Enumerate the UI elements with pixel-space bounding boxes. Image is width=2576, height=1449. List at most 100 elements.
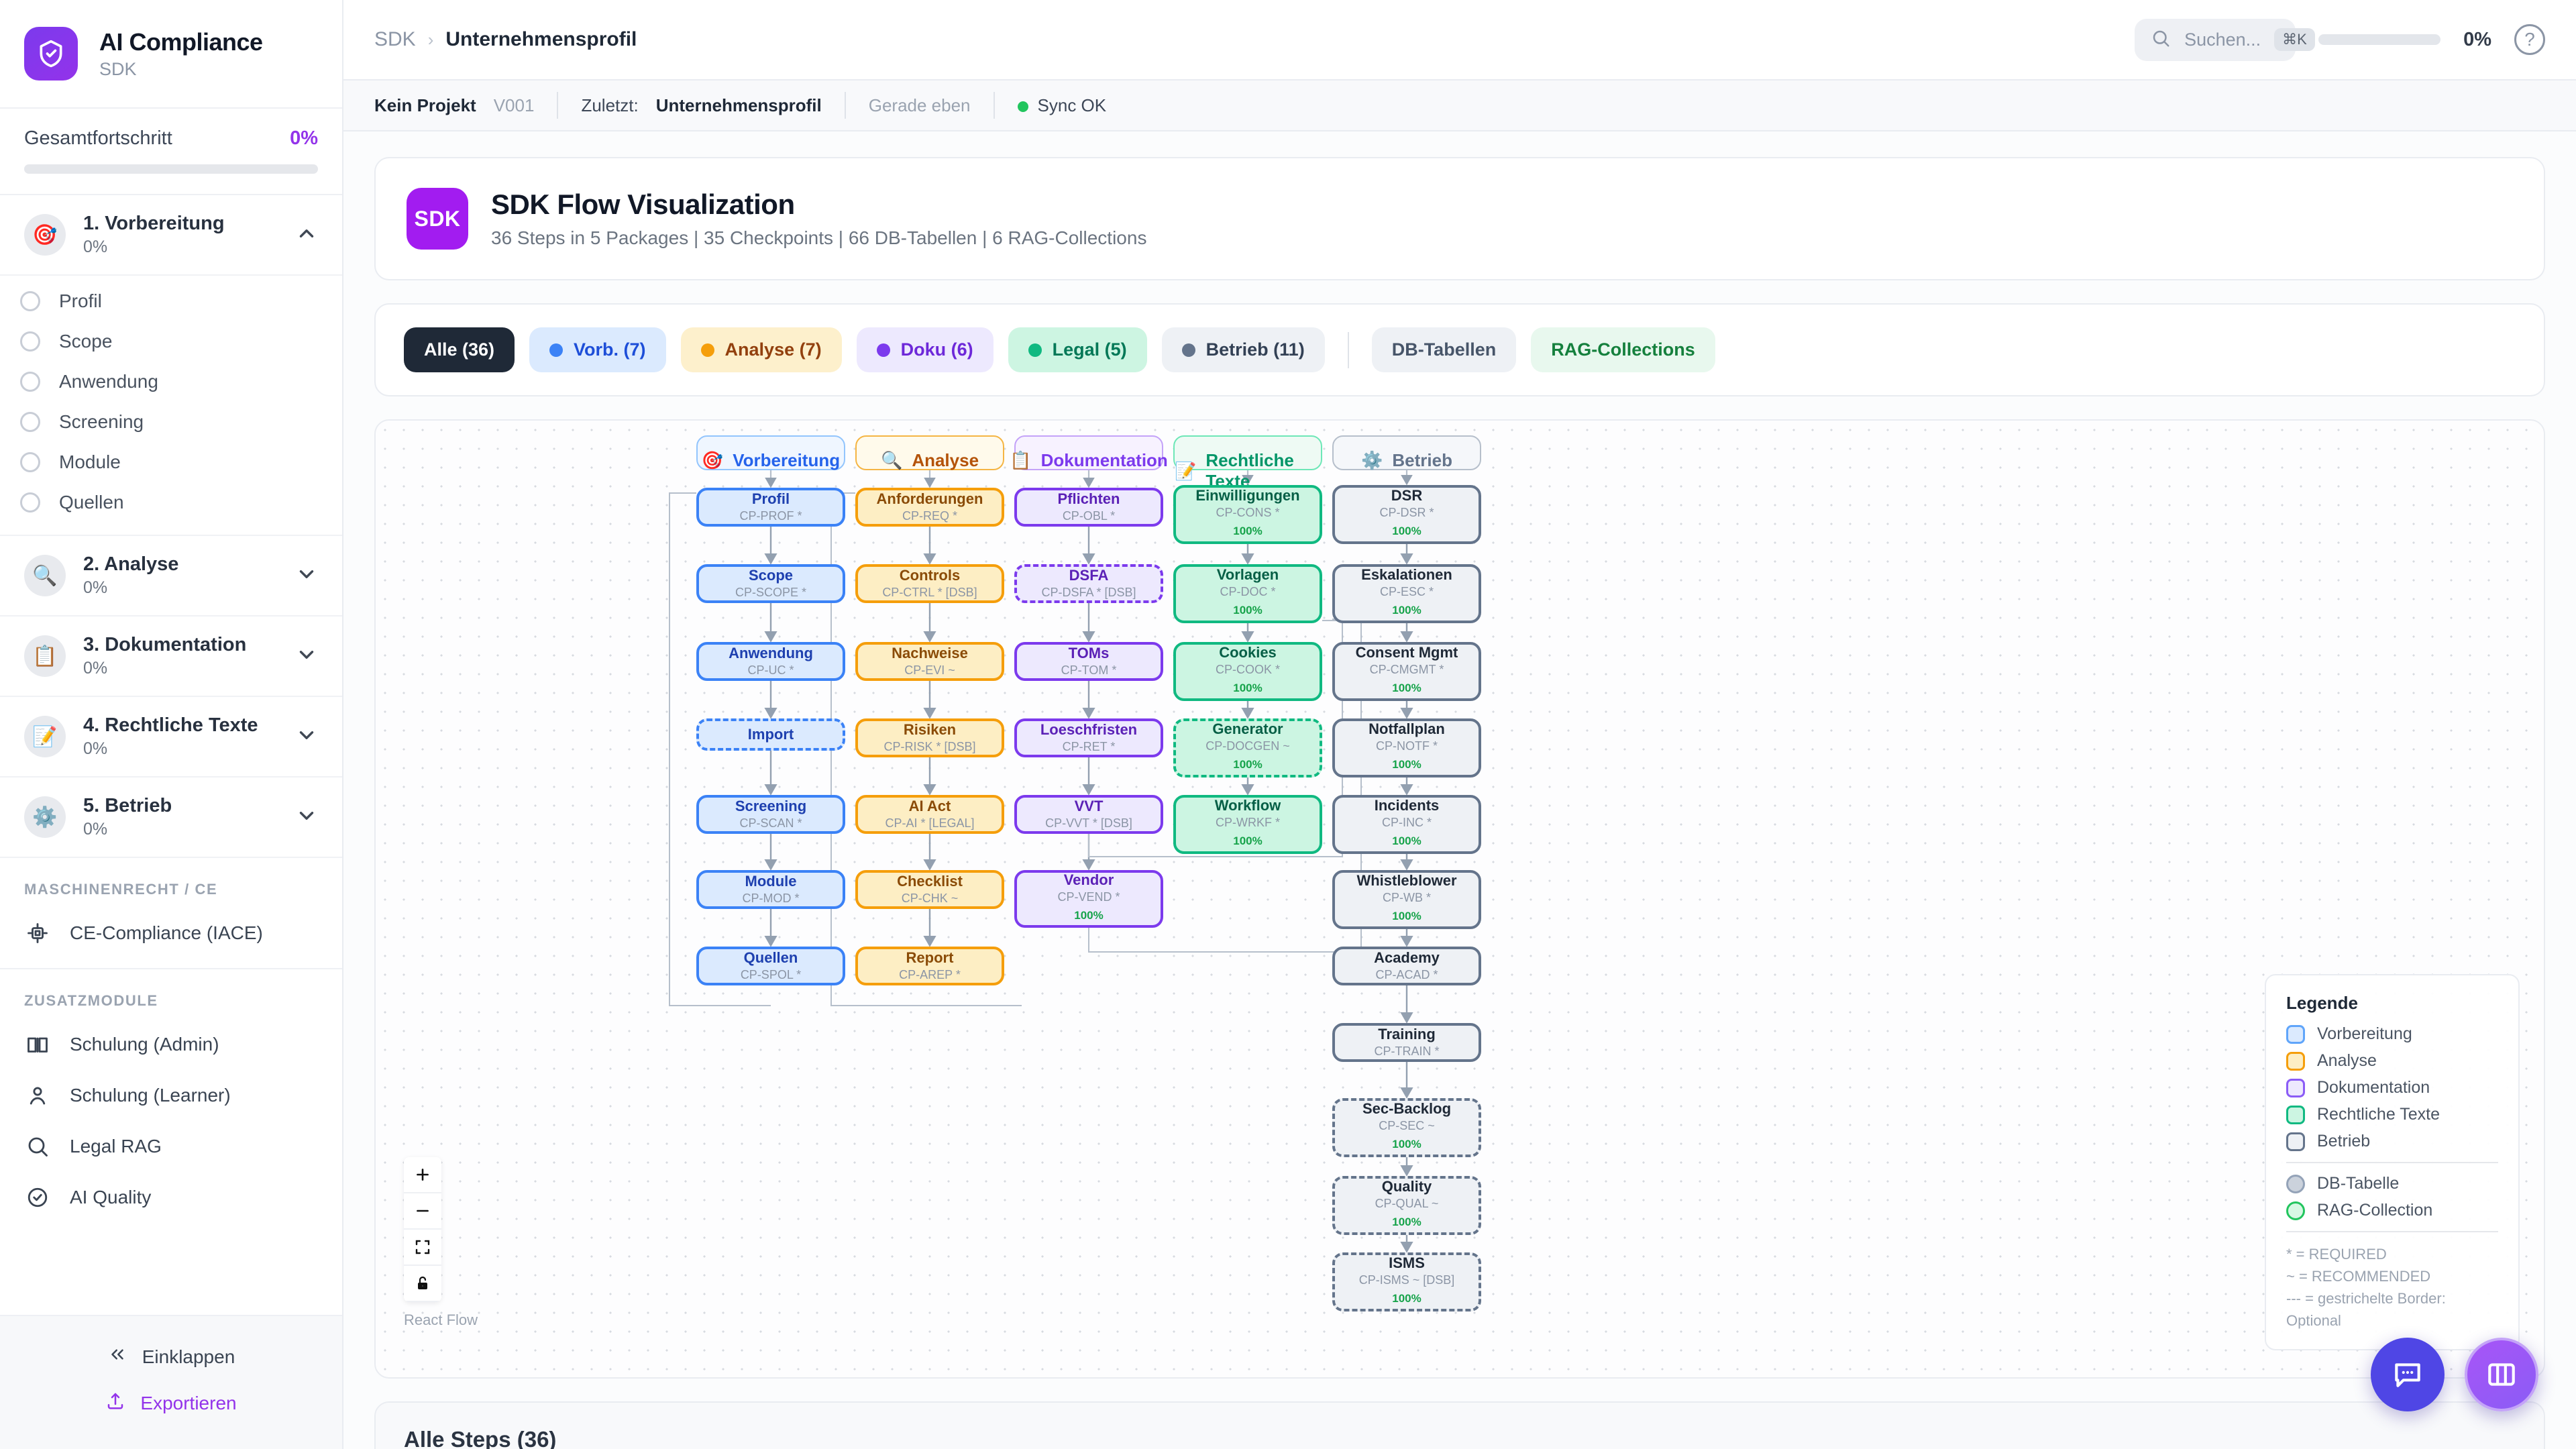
zoom-out-button[interactable] [404, 1193, 441, 1230]
filter-pill-doku-6[interactable]: Doku (6) [856, 327, 994, 372]
node-code: CP-TRAIN * [1374, 1044, 1440, 1059]
filter-pill-db-tabellen[interactable]: DB-Tabellen [1371, 327, 1517, 372]
react-flow-attribution[interactable]: React Flow [404, 1311, 478, 1328]
sidebar-item-scope[interactable]: Scope [0, 321, 342, 362]
legend-label: Vorbereitung [2317, 1024, 2412, 1043]
search-input[interactable]: Suchen... ⌘K [2135, 18, 2315, 61]
breadcrumb-item-sdk[interactable]: SDK [374, 28, 416, 50]
pill-dot-icon [876, 343, 890, 357]
section-percent: 0% [83, 659, 108, 678]
question-circle-icon[interactable]: ? [2514, 24, 2545, 55]
sidebar-link-schulung-learner[interactable]: Schulung (Learner) [0, 1070, 342, 1121]
legend-label: Dokumentation [2317, 1078, 2430, 1097]
fit-view-button[interactable] [404, 1230, 441, 1266]
filter-pill-analyse-7[interactable]: Analyse (7) [680, 327, 842, 372]
node-title: Academy [1374, 949, 1440, 967]
filter-pill-rag-collections[interactable]: RAG-Collections [1531, 327, 1715, 372]
node-title: Anwendung [729, 645, 813, 662]
columns-icon[interactable] [2465, 1338, 2538, 1411]
node-title: Screening [735, 798, 807, 815]
chevron-down-icon[interactable] [295, 724, 318, 750]
sidebar-link-schulung-admin[interactable]: Schulung (Admin) [0, 1019, 342, 1070]
collapse-sidebar-button[interactable]: Einklappen [0, 1334, 342, 1380]
overall-progress: Gesamtfortschritt 0% [0, 109, 342, 195]
sidebar-item-profil[interactable]: Profil [0, 281, 342, 321]
filter-pill-alle-36[interactable]: Alle (36) [404, 327, 515, 372]
sidebar-item-screening[interactable]: Screening [0, 402, 342, 442]
legend-row: RAG-Collection [2286, 1201, 2498, 1220]
sidebar-item-anwendung[interactable]: Anwendung [0, 362, 342, 402]
chevron-down-icon[interactable] [295, 563, 318, 589]
chevron-up-icon[interactable] [295, 222, 318, 248]
node-title: Notfallplan [1368, 720, 1445, 738]
node-progress-value: 100% [1392, 682, 1421, 694]
chat-bubble-icon[interactable] [2371, 1338, 2445, 1411]
zoom-in-button[interactable] [404, 1157, 441, 1193]
chevron-down-icon[interactable] [295, 804, 318, 830]
legend-swatch-icon [2286, 1024, 2305, 1044]
sidebar-link-legal-rag[interactable]: Legal RAG [0, 1121, 342, 1172]
group-label: Dokumentation [1040, 450, 1168, 470]
chevron-down-icon[interactable] [295, 643, 318, 669]
content-scroll: SDK SDK Flow Visualization 36 Steps in 5… [343, 131, 2576, 1449]
sidebar-item-quellen[interactable]: Quellen [0, 482, 342, 523]
export-button[interactable]: Exportieren [0, 1380, 342, 1426]
sidebar-link-ce-compliance-iace[interactable]: CE-Compliance (IACE) [0, 908, 342, 959]
filter-pill-vorb-7[interactable]: Vorb. (7) [529, 327, 666, 372]
sidebar-item-module[interactable]: Module [0, 442, 342, 482]
brand-header[interactable]: AI Compliance SDK [0, 0, 342, 109]
node-code: CP-WRKF * [1216, 816, 1280, 830]
check-circle-icon [24, 1184, 51, 1211]
flow-node-import[interactable]: Import [696, 718, 845, 751]
node-code: CP-CMGMT * [1369, 663, 1444, 677]
lock-open-icon[interactable] [404, 1266, 441, 1302]
flow-canvas[interactable]: 🎯Vorbereitung🔍Analyse📋Dokumentation📝Rech… [376, 421, 2544, 1377]
flow-canvas-card[interactable]: 🎯Vorbereitung🔍Analyse📋Dokumentation📝Rech… [374, 419, 2545, 1379]
filter-pill-betrieb-11[interactable]: Betrieb (11) [1161, 327, 1325, 372]
sidebar-link-ai-quality[interactable]: AI Quality [0, 1172, 342, 1223]
status-radio-icon [20, 412, 40, 432]
group-icon: 📝 [1175, 460, 1197, 481]
filter-pill-legal-5[interactable]: Legal (5) [1008, 327, 1147, 372]
